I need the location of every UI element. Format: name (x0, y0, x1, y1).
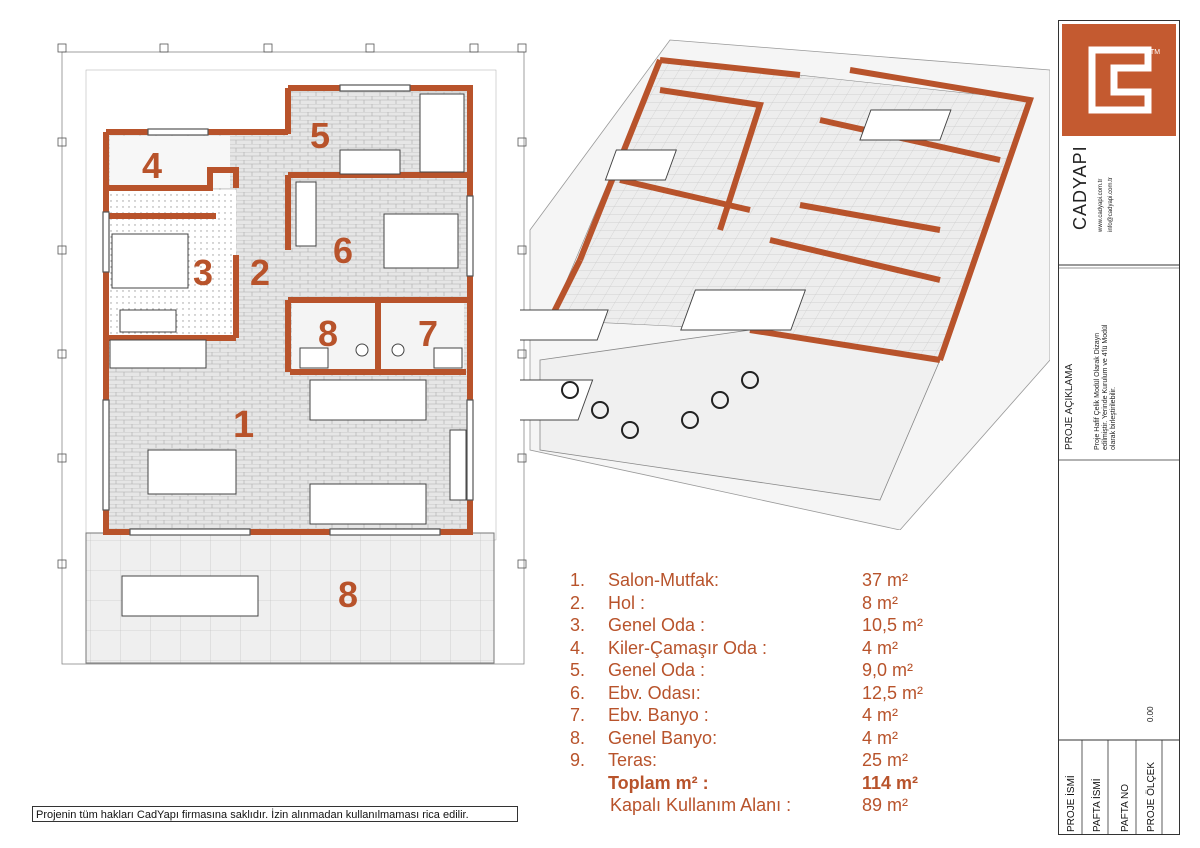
brand-name: CADYAPI (1070, 145, 1090, 230)
total-label: Toplam m² : (608, 772, 709, 793)
area-row: 2.Hol :8 m² (570, 592, 898, 613)
room-number-terrace: 8 (338, 574, 358, 615)
total-area: 114 m² (862, 772, 919, 793)
area-row: 8.Genel Banyo:4 m² (570, 727, 898, 748)
isometric-view (520, 39, 1050, 530)
description-title: PROJE AÇIKLAMA (1064, 363, 1075, 450)
label-sheet-no: PAFTA NO (1120, 784, 1131, 832)
closed-area-row: Kapalı Kullanım Alanı : 89 m² (566, 795, 986, 818)
title-block (1058, 20, 1180, 835)
website: www.cadyapi.com.tr (1098, 178, 1104, 232)
grid-markers (57, 43, 527, 569)
description-line: Proje Hafif Çelik Modül Olarak Dizayn (1094, 332, 1101, 450)
copyright-notice: Projenin tüm hakları CadYapı firmasına s… (32, 806, 518, 822)
area-row: 7.Ebv. Banyo :4 m² (570, 705, 898, 725)
scale-value: 0.00 (1146, 706, 1155, 722)
room-number-6: 6 (333, 230, 353, 271)
description-line: edilmiştir. Yerinde Kurulum ve 4'lü Modü… (1102, 324, 1109, 450)
room-number-1: 1 (233, 404, 254, 446)
email: info@cadyapi.com.tr (1108, 177, 1114, 232)
room-number-3: 3 (193, 252, 213, 293)
room-number-7: 7 (418, 313, 438, 354)
area-row: 3.Genel Oda :10,5 m² (570, 615, 924, 635)
logo-tm: TM (1150, 49, 1160, 56)
title-block-lines (1058, 264, 1180, 835)
label-sheet-name: PAFTA İSMİ (1092, 778, 1103, 832)
floor-plan: 1 2 3 4 5 6 7 8 8 (57, 43, 527, 665)
furniture (109, 93, 467, 617)
area-row: 4.Kiler-Çamaşır Oda :4 m² (570, 637, 898, 658)
room-number-4: 4 (142, 145, 162, 186)
windows (102, 84, 474, 536)
iso-furniture (520, 109, 952, 421)
closed-area-value: 89 m² (862, 795, 909, 815)
area-row: 6.Ebv. Odası:12,5 m² (570, 682, 924, 703)
room-number-8: 8 (318, 313, 338, 354)
room-number-5: 5 (310, 115, 330, 156)
area-row: 9.Teras:25 m² (570, 750, 909, 770)
cadyapi-logo: TM (1062, 24, 1176, 136)
total-row: Toplam m² : 114 m² (566, 773, 986, 796)
area-table: 1.Salon-Mutfak:37 m² 2.Hol :8 m² 3.Genel… (566, 570, 986, 818)
label-project-scale: PROJE ÖLÇEK (1146, 761, 1157, 832)
iso-walls (547, 57, 1034, 363)
description-line: olarak birleştirilebilir. (1110, 386, 1117, 450)
area-row: 5.Genel Oda :9,0 m² (570, 660, 914, 680)
closed-area-label: Kapalı Kullanım Alanı : (610, 795, 792, 815)
room-numbers: 1 2 3 4 5 6 7 8 8 (142, 115, 438, 615)
room-number-2: 2 (250, 252, 270, 293)
area-row: 1.Salon-Mutfak:37 m² (570, 570, 909, 590)
label-project-name: PROJE İSMİ (1066, 775, 1077, 832)
